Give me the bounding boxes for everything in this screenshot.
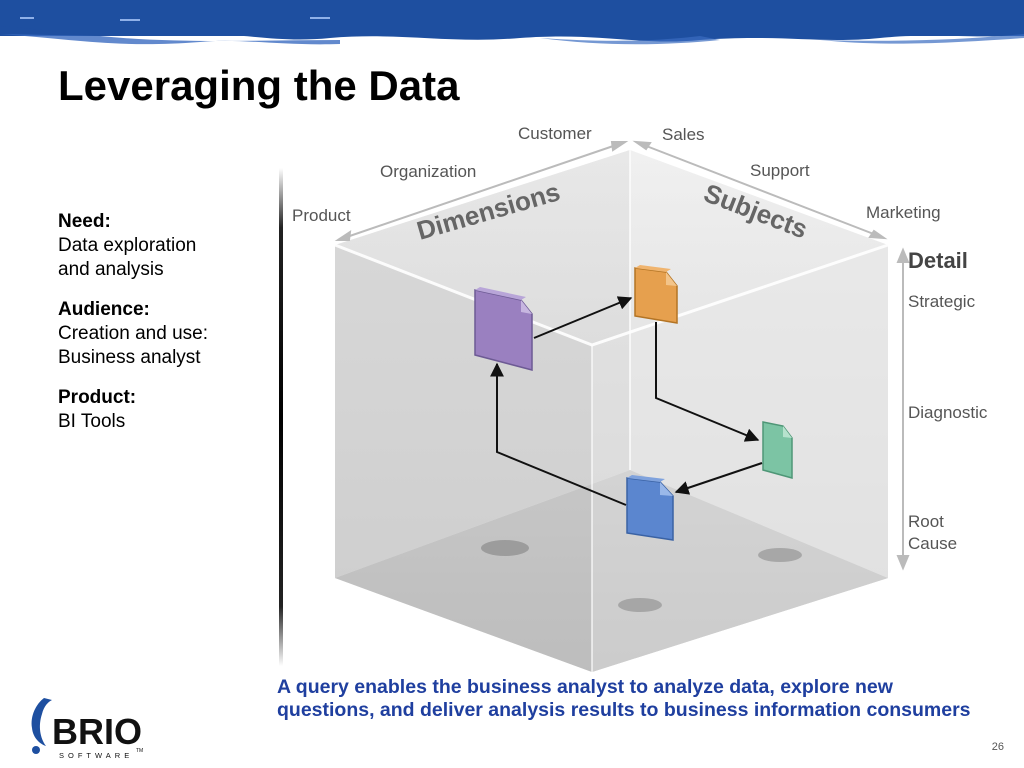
subject-label-marketing: Marketing [866, 203, 941, 222]
blue-document-icon [626, 475, 674, 541]
subject-label-sales: Sales [662, 125, 705, 144]
dimensions-axis [334, 140, 910, 571]
vertical-divider [279, 168, 283, 666]
dimension-label-product: Product [292, 206, 351, 225]
product-line: BI Tools [58, 411, 126, 432]
page-number: 26 [991, 741, 1004, 753]
logo-tm: TM [136, 748, 143, 754]
need-block: Need: Data exploration and analysis [58, 210, 278, 282]
caption-text: A query enables the business analyst to … [277, 676, 971, 721]
audience-label: Audience: [58, 299, 150, 320]
need-label: Need: [58, 211, 111, 232]
product-block: Product: BI Tools [58, 386, 278, 434]
detail-level-diagnostic: Diagnostic [908, 403, 988, 422]
logo-wordmark: BRIO [52, 711, 142, 752]
detail-label: Detail [908, 248, 968, 273]
logo-sub: SOFTWARE [59, 751, 133, 760]
product-label: Product: [58, 387, 137, 408]
purple-document-icon [474, 287, 533, 371]
page-title: Leveraging the Data [58, 62, 460, 109]
cube-front-right-face [592, 245, 888, 672]
cube-top-face [335, 150, 888, 345]
brio-software-logo: BRIO SOFTWARE TM [31, 698, 143, 760]
subject-label-support: Support [750, 161, 810, 180]
dimension-label-customer: Customer [518, 124, 592, 143]
query-flow-arrows [490, 296, 763, 506]
detail-level-cause: Cause [908, 534, 958, 553]
need-line: and analysis [58, 259, 164, 280]
detail-level-strategic: Strategic [908, 292, 976, 311]
need-line: Data exploration [58, 235, 197, 256]
dimension-label-organization: Organization [380, 162, 477, 181]
top-banner [0, 0, 1024, 45]
audience-line: Creation and use: [58, 323, 208, 344]
detail-level-root: Root [908, 512, 944, 531]
audience-block: Audience: Creation and use: Business ana… [58, 298, 278, 370]
audience-line: Business analyst [58, 347, 201, 368]
sidebar: Need: Data exploration and analysis Audi… [58, 210, 278, 450]
green-document-icon [762, 421, 793, 479]
orange-document-icon [634, 265, 678, 324]
